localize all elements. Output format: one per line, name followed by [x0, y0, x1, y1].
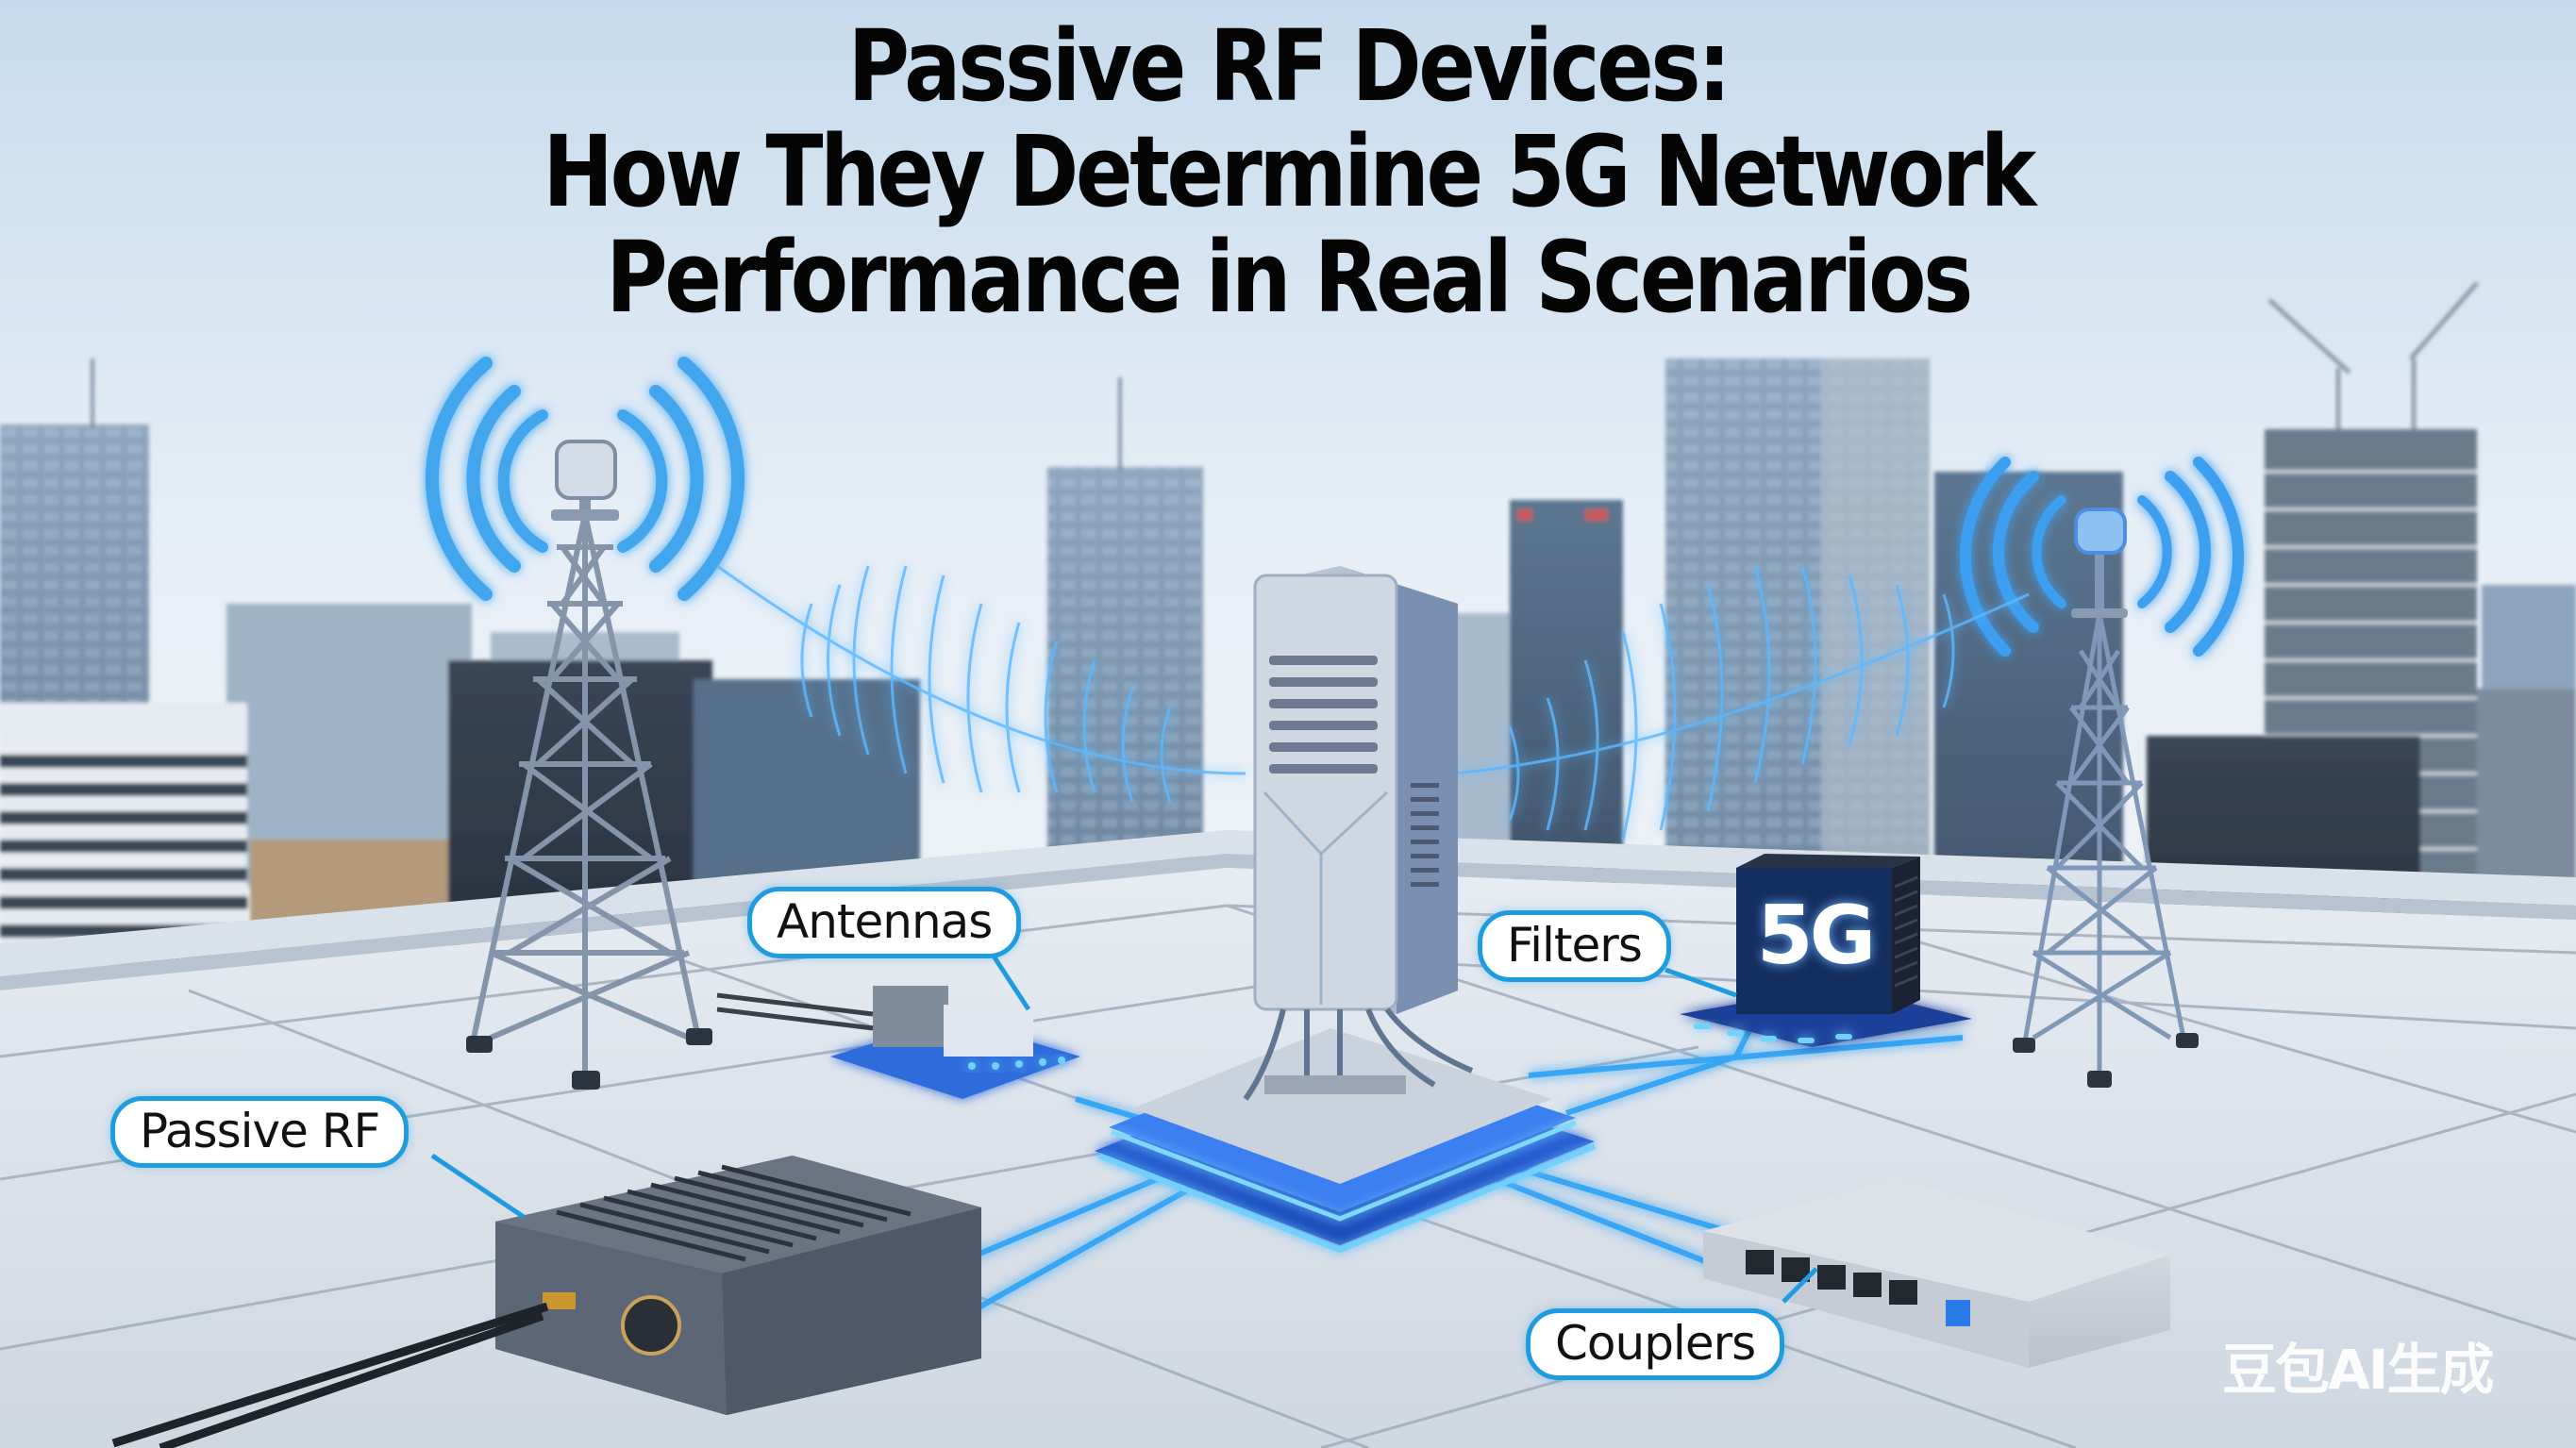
filter-cube-device [1680, 854, 1972, 1047]
headline-line-2: How They Determine 5G Network [543, 114, 2036, 229]
central-cabinet [1243, 566, 1474, 1101]
rf-wave-left [716, 564, 1246, 803]
ai-generated-watermark: 豆包AI生成 [2222, 1338, 2494, 1402]
headline-line-3: Performance in Real Scenarios [606, 220, 1973, 335]
headline: Passive RF Devices: How They Determine 5… [0, 0, 2576, 330]
antenna-head-left [555, 440, 617, 500]
antenna-module-device [716, 986, 1080, 1099]
antenna-head-right [2074, 508, 2127, 555]
central-pad [1095, 1028, 1597, 1254]
city-skyline [0, 281, 2576, 981]
callout-passive-rf: Passive RF [110, 1096, 410, 1168]
cell-tower-right [2021, 547, 2187, 1075]
passive-rf-box-device [111, 1156, 981, 1448]
5g-badge: 5G [1756, 889, 1876, 983]
callout-couplers: Couplers [1526, 1308, 1785, 1380]
rf-wave-right [1452, 565, 2030, 841]
headline-line-1: Passive RF Devices: [847, 8, 1731, 124]
coupler-switch-device [1703, 1179, 2170, 1368]
callout-leaders [430, 953, 1818, 1304]
signal-arcs-left [426, 357, 744, 601]
signal-arcs-right [1960, 457, 2244, 657]
callout-filters: Filters [1478, 910, 1671, 982]
callout-antennas: Antennas [747, 887, 1022, 958]
